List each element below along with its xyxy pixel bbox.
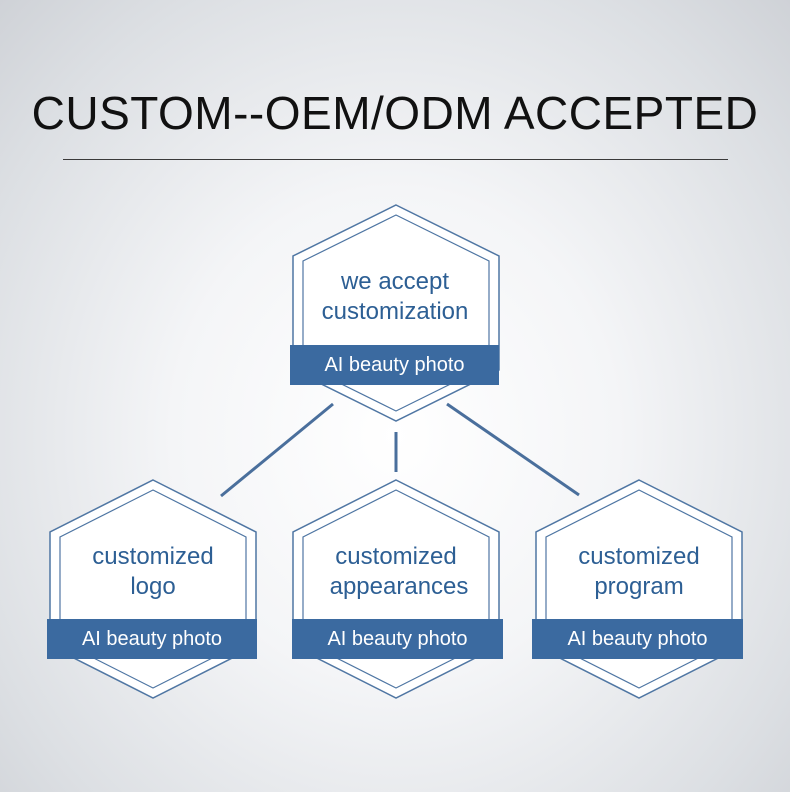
node-right-band: AI beauty photo bbox=[532, 619, 743, 659]
node-left-line1: customized bbox=[92, 543, 214, 570]
node-left-line2: logo bbox=[130, 573, 176, 600]
node-right-line1: customized bbox=[578, 543, 700, 570]
node-left-band: AI beauty photo bbox=[47, 619, 257, 659]
node-top-line1: we accept bbox=[340, 268, 450, 295]
node-middle-line1: customized bbox=[335, 543, 457, 570]
node-top-line2: customization bbox=[321, 298, 469, 325]
node-middle-band: AI beauty photo bbox=[292, 619, 503, 659]
connector-left bbox=[220, 402, 334, 498]
node-top-band: AI beauty photo bbox=[290, 345, 499, 385]
node-middle-line2: appearances bbox=[329, 573, 469, 600]
connector-right bbox=[446, 402, 580, 497]
node-right-line2: program bbox=[594, 573, 684, 600]
page-title: CUSTOM--OEM/ODM ACCEPTED bbox=[31, 87, 759, 139]
title-divider bbox=[63, 159, 728, 160]
